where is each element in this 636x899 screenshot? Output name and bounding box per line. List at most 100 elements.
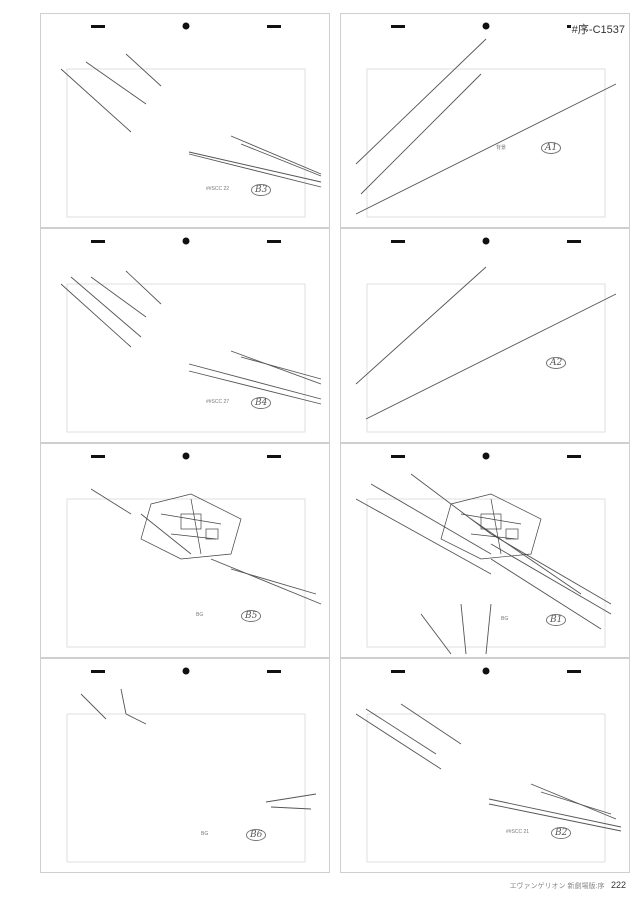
panel-note: ##SCC 22 xyxy=(206,186,230,192)
camera-frame xyxy=(366,68,606,218)
pencil-stroke xyxy=(210,558,322,605)
pencil-stroke xyxy=(355,266,487,385)
layout-sheet-panel: BG B5 xyxy=(40,443,330,658)
peg-hole-left xyxy=(91,455,105,458)
peg-hole-left xyxy=(391,455,405,458)
panel-label: B2 xyxy=(551,827,572,839)
page-footer: エヴァンゲリオン 新劇場版:序 222 xyxy=(510,880,626,891)
peg-hole-right xyxy=(567,240,581,243)
peg-hole-left xyxy=(391,25,405,28)
layout-sheet-panel: ##SCC 22 B3 xyxy=(40,13,330,228)
sketch-drawing xyxy=(355,22,617,218)
pencil-stroke xyxy=(140,513,192,555)
pencil-stroke xyxy=(125,713,147,725)
panel-label: A1 xyxy=(541,142,562,154)
pencil-stroke xyxy=(488,803,622,832)
pencil-stroke xyxy=(355,83,617,215)
panel-label: B6 xyxy=(246,829,267,841)
layout-sheet-panel: BG B1 xyxy=(340,443,630,658)
peg-hole-center xyxy=(482,22,490,30)
pencil-stroke xyxy=(485,603,492,655)
panel-label: A2 xyxy=(546,357,567,369)
pencil-stroke xyxy=(355,38,487,165)
pencil-stroke xyxy=(360,73,482,195)
peg-hole-right xyxy=(267,240,281,243)
panel-label: B1 xyxy=(546,614,567,626)
camera-frame xyxy=(66,283,306,433)
peg-hole-center xyxy=(482,452,490,460)
panel-note: ##SCC 21 xyxy=(506,829,530,835)
pencil-stroke xyxy=(125,270,162,305)
peg-hole-left xyxy=(91,25,105,28)
peg-hole-left xyxy=(391,670,405,673)
panel-label: B5 xyxy=(241,610,262,622)
cut-id: #序-C1537 xyxy=(570,21,626,37)
layout-sheet-panel: ##SCC 21 B2 xyxy=(340,658,630,873)
peg-hole-center xyxy=(182,452,190,460)
peg-hole-center xyxy=(482,667,490,675)
peg-hole-left xyxy=(391,240,405,243)
pencil-stroke xyxy=(70,276,142,338)
panel-label: B3 xyxy=(251,184,272,196)
pencil-stroke xyxy=(420,613,452,655)
panel-note: 背景 xyxy=(496,145,507,151)
peg-hole-center xyxy=(482,237,490,245)
pencil-stroke xyxy=(230,350,322,385)
pencil-stroke xyxy=(488,798,622,828)
peg-hole-right xyxy=(567,455,581,458)
pencil-stroke xyxy=(240,356,322,380)
panel-note: BG xyxy=(196,612,204,618)
camera-frame xyxy=(366,283,606,433)
pencil-stroke xyxy=(490,558,602,630)
peg-hole-right xyxy=(567,670,581,673)
pencil-stroke xyxy=(265,793,317,803)
sketch-drawing xyxy=(60,22,322,218)
layout-sheet-panel: A2 xyxy=(340,228,630,443)
pencil-stroke xyxy=(230,568,317,595)
pencil-stroke xyxy=(460,603,467,655)
peg-hole-center xyxy=(182,667,190,675)
peg-hole-right xyxy=(267,455,281,458)
panel-note: BG xyxy=(501,616,509,622)
pencil-stroke xyxy=(540,791,612,815)
camera-frame xyxy=(366,713,606,863)
pencil-stroke xyxy=(240,143,322,177)
pencil-stroke xyxy=(125,53,162,87)
pencil-stroke xyxy=(370,483,492,555)
panel-label: B4 xyxy=(251,397,272,409)
camera-frame xyxy=(66,498,306,648)
structure-sketch xyxy=(440,493,542,560)
pencil-stroke xyxy=(188,153,322,188)
pencil-stroke xyxy=(188,151,322,183)
pencil-stroke xyxy=(90,488,132,515)
pencil-stroke xyxy=(490,543,612,615)
sketch-drawing xyxy=(66,452,322,648)
pencil-stroke xyxy=(530,783,617,820)
layout-sheet-panel: ##SCC 27 B4 xyxy=(40,228,330,443)
pencil-stroke xyxy=(90,276,147,318)
pencil-stroke xyxy=(188,363,322,400)
panel-note: ##SCC 27 xyxy=(206,399,230,405)
page-number: 222 xyxy=(610,880,626,890)
pencil-stroke xyxy=(270,806,312,810)
sketch-drawing xyxy=(355,667,622,863)
sketch-drawing xyxy=(60,237,322,433)
pencil-stroke xyxy=(470,518,582,595)
camera-frame xyxy=(66,713,306,863)
pencil-stroke xyxy=(60,68,132,133)
panel-note: BG xyxy=(201,831,209,837)
layout-sheet-panel: 背景 A1 xyxy=(340,13,630,228)
peg-hole-right xyxy=(267,670,281,673)
peg-hole-center xyxy=(182,237,190,245)
peg-hole-center xyxy=(182,22,190,30)
camera-frame xyxy=(66,68,306,218)
sketch-drawing xyxy=(355,237,617,433)
peg-hole-left xyxy=(91,670,105,673)
pencil-stroke xyxy=(365,293,617,420)
pencil-stroke xyxy=(85,61,147,105)
pencil-stroke xyxy=(120,688,127,715)
structure-sketch xyxy=(140,493,242,560)
camera-frame xyxy=(366,498,606,648)
pencil-stroke xyxy=(80,693,107,720)
peg-hole-right xyxy=(267,25,281,28)
